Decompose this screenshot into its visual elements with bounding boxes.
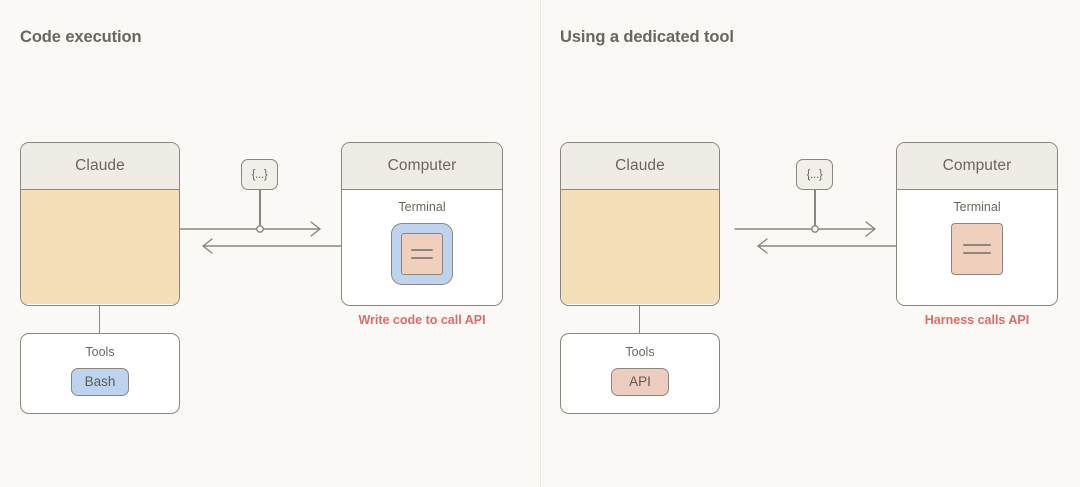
json-badge-stem-right — [814, 190, 816, 229]
claude-card-header-left: Claude — [21, 143, 179, 190]
terminal-icon — [951, 223, 1003, 275]
computer-card-right: Computer Terminal — [896, 142, 1058, 306]
claude-card-body-right — [561, 190, 719, 304]
terminal-line — [963, 252, 991, 254]
json-message-badge-right: {...} — [796, 159, 833, 190]
panel-divider — [540, 0, 541, 487]
terminal-line — [411, 249, 433, 251]
terminal-icon — [401, 233, 443, 275]
caption-right: Harness calls API — [924, 313, 1030, 327]
panel-title-left: Code execution — [20, 28, 142, 46]
claude-card-right: Claude — [560, 142, 720, 306]
terminal-label-right: Terminal — [953, 200, 1001, 214]
tools-card-right: Tools API — [560, 333, 720, 414]
panel-title-right: Using a dedicated tool — [560, 28, 734, 46]
panel-code-execution: Code execution Claude Tools Bash {...} C… — [20, 28, 503, 414]
caption-left: Write code to call API — [358, 313, 486, 327]
terminal-icon-wrapper-left — [391, 223, 453, 285]
terminal-line — [411, 257, 433, 259]
terminal-label-left: Terminal — [398, 200, 446, 214]
computer-card-body-right: Terminal — [897, 190, 1057, 304]
computer-card-left: Computer Terminal — [341, 142, 503, 306]
tools-card-left: Tools Bash — [20, 333, 180, 414]
panel-dedicated-tool: Using a dedicated tool Claude Tools API … — [540, 0, 1080, 487]
claude-card-body-left — [21, 190, 179, 304]
tools-label-right: Tools — [625, 345, 655, 359]
claude-card-left: Claude — [20, 142, 180, 306]
computer-card-header-left: Computer — [342, 143, 502, 190]
tools-label-left: Tools — [85, 345, 115, 359]
json-badge-stem-left — [259, 190, 261, 229]
computer-card-header-right: Computer — [897, 143, 1057, 190]
claude-card-header-right: Claude — [561, 143, 719, 190]
claude-tools-connector-left — [99, 306, 101, 334]
claude-tools-connector-right — [639, 306, 641, 334]
json-message-badge-left: {...} — [241, 159, 278, 190]
tool-chip-api[interactable]: API — [611, 368, 669, 396]
computer-card-body-left: Terminal — [342, 190, 502, 304]
tool-chip-bash[interactable]: Bash — [70, 368, 130, 396]
terminal-line — [963, 244, 991, 246]
